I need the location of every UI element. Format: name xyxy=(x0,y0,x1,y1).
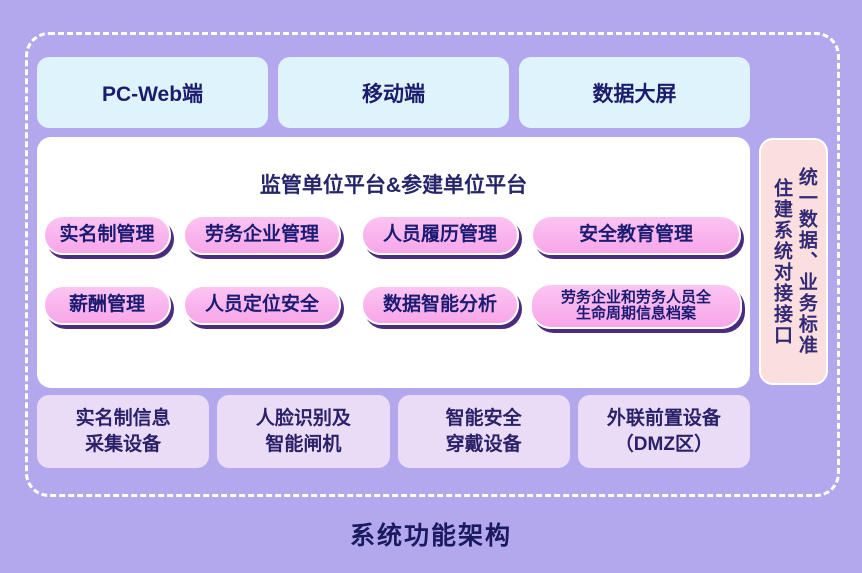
device-smart-safety-wearable: 智能安全 穿戴设备 xyxy=(397,395,570,468)
module-label: 安全教育管理 xyxy=(578,223,693,245)
channel-box-mobile: 移动端 xyxy=(278,57,509,128)
module-salary-management: 薪酬管理 xyxy=(43,285,171,325)
module-labor-enterprise-management: 劳务企业管理 xyxy=(183,215,341,255)
module-safety-education-management: 安全教育管理 xyxy=(531,215,741,255)
device-face-recognition-gate: 人脸识别及 智能闸机 xyxy=(217,395,390,468)
device-label-line1: 外联前置设备 xyxy=(606,407,721,429)
platform-title: 监管单位平台&参建单位平台 xyxy=(259,174,528,197)
device-label-line2: 智能闸机 xyxy=(265,433,342,455)
channel-box-pc-web: PC-Web端 xyxy=(37,57,268,128)
module-label-line1: 劳务企业和劳务人员全 xyxy=(560,288,711,306)
module-label: 人员履历管理 xyxy=(382,223,497,245)
diagram-caption: 系统功能架构 xyxy=(349,522,512,550)
module-label: 数据智能分析 xyxy=(382,293,497,315)
interface-standard-bar: 住建系统对接接口 统一数据、业务标准 xyxy=(759,138,828,385)
device-row: 实名制信息 采集设备 人脸识别及 智能闸机 智能安全 穿戴设备 外联前置设备 （… xyxy=(37,395,750,468)
module-personnel-resume-management: 人员履历管理 xyxy=(361,215,519,255)
channel-label: 移动端 xyxy=(362,82,425,106)
module-real-name-management: 实名制管理 xyxy=(43,215,171,255)
module-lifecycle-information-archive: 劳务企业和劳务人员全 生命周期信息档案 xyxy=(530,283,742,329)
module-label: 薪酬管理 xyxy=(68,293,145,315)
device-label-line1: 实名制信息 xyxy=(75,407,171,429)
platform-panel: 监管单位平台&参建单位平台 实名制管理 劳务企业管理 人员履历管理 安全教育管理… xyxy=(37,137,750,388)
device-label-line2: 穿戴设备 xyxy=(445,433,522,455)
device-real-name-collection: 实名制信息 采集设备 xyxy=(37,395,210,468)
module-label: 实名制管理 xyxy=(59,223,155,245)
device-external-dmz: 外联前置设备 （DMZ区） xyxy=(577,395,750,468)
module-label-line2: 生命周期信息档案 xyxy=(575,305,696,322)
device-label-line1: 智能安全 xyxy=(445,407,522,429)
interface-bar-right-column: 统一数据、业务标准 xyxy=(795,167,817,356)
module-label: 人员定位安全 xyxy=(204,293,319,315)
channel-label: PC-Web端 xyxy=(101,82,204,106)
channel-box-data-screen: 数据大屏 xyxy=(519,57,750,128)
device-label-line2: 采集设备 xyxy=(85,433,162,455)
channel-row: PC-Web端 移动端 数据大屏 xyxy=(37,57,750,128)
channel-label: 数据大屏 xyxy=(592,82,677,106)
module-data-intelligent-analysis: 数据智能分析 xyxy=(361,285,519,325)
module-label: 劳务企业管理 xyxy=(204,223,319,245)
dashed-frame xyxy=(25,32,840,497)
device-label-line2: （DMZ区） xyxy=(614,433,713,455)
interface-bar-left-column: 住建系统对接接口 xyxy=(771,177,792,346)
module-personnel-positioning-safety: 人员定位安全 xyxy=(183,285,341,325)
device-label-line1: 人脸识别及 xyxy=(255,407,351,429)
